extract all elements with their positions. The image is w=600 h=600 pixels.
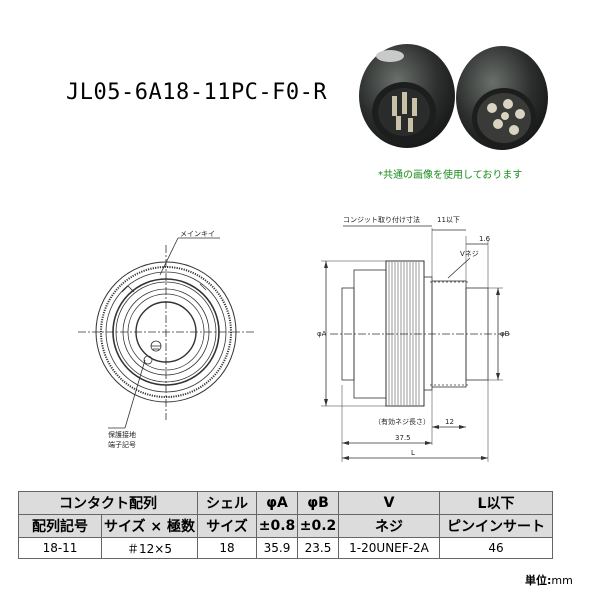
table-header-row-1: コンタクト配列 シェル φA φB V L以下	[18, 491, 553, 515]
phi-b-label: φB	[500, 330, 510, 338]
table-row: 18-11 ＃12×5 18 35.9 23.5 1-20UNEF-2A 46	[18, 537, 553, 559]
technical-drawing: メインキイ 保護接地 端子記号 コンジット取り付け寸法 11以下 1.6 Vネジ…	[78, 215, 512, 462]
unit-value: mm	[551, 574, 573, 587]
header-code: 配列記号	[18, 514, 102, 538]
table-header-row-2: 配列記号 サイズ × 極数 サイズ ±0.8 ±0.2 ネジ ピンインサート	[18, 514, 553, 538]
header-size-poles: サイズ × 極数	[101, 514, 198, 538]
header-phi-b: φB	[297, 491, 339, 515]
header-l: L以下	[439, 491, 553, 515]
unit-label: 単位:	[525, 574, 552, 587]
side-view	[321, 225, 512, 462]
cell-shell-size: 18	[197, 537, 257, 559]
main-key-label: メインキイ	[180, 230, 215, 238]
conduit-label: コンジット取り付け寸法	[343, 215, 420, 224]
dim-37-5: 37.5	[395, 434, 411, 442]
dim-12: 12	[445, 418, 454, 426]
header-tol-a: ±0.8	[256, 514, 298, 538]
header-insert: ピンインサート	[439, 514, 553, 538]
connector-photo	[359, 44, 548, 150]
header-thread: ネジ	[338, 514, 440, 538]
photo-note: *共通の画像を使用しております	[378, 170, 523, 181]
cell-size-poles: ＃12×5	[101, 537, 198, 559]
header-phi-a: φA	[256, 491, 298, 515]
header-shell-size: サイズ	[197, 514, 257, 538]
dim-1-6: 1.6	[479, 235, 491, 243]
part-number-title: JL05-6A18-11PC-F0-R	[66, 80, 328, 105]
cell-v: 1-20UNEF-2A	[338, 537, 440, 559]
header-tol-b: ±0.2	[297, 514, 339, 538]
phi-a-label: φA	[317, 330, 327, 338]
dim-l: L	[411, 449, 415, 457]
spec-table: コンタクト配列 シェル φA φB V L以下 配列記号 サイズ × 極数 サイ…	[18, 491, 553, 559]
cell-l: 46	[439, 537, 553, 559]
v-thread-label: Vネジ	[460, 250, 479, 258]
ground-label-2: 端子記号	[108, 440, 136, 449]
front-view	[78, 237, 254, 429]
cell-phi-b: 23.5	[297, 537, 339, 559]
conduit-value: 11以下	[437, 216, 460, 224]
unit-note: 単位:mm	[525, 572, 573, 588]
cell-phi-a: 35.9	[256, 537, 298, 559]
cell-code: 18-11	[18, 537, 102, 559]
header-shell: シェル	[197, 491, 257, 515]
ground-label-1: 保護接地	[108, 430, 136, 439]
header-v: V	[338, 491, 440, 515]
effective-thread-label: （有効ネジ長さ）	[374, 417, 430, 426]
header-contact: コンタクト配列	[18, 491, 198, 515]
